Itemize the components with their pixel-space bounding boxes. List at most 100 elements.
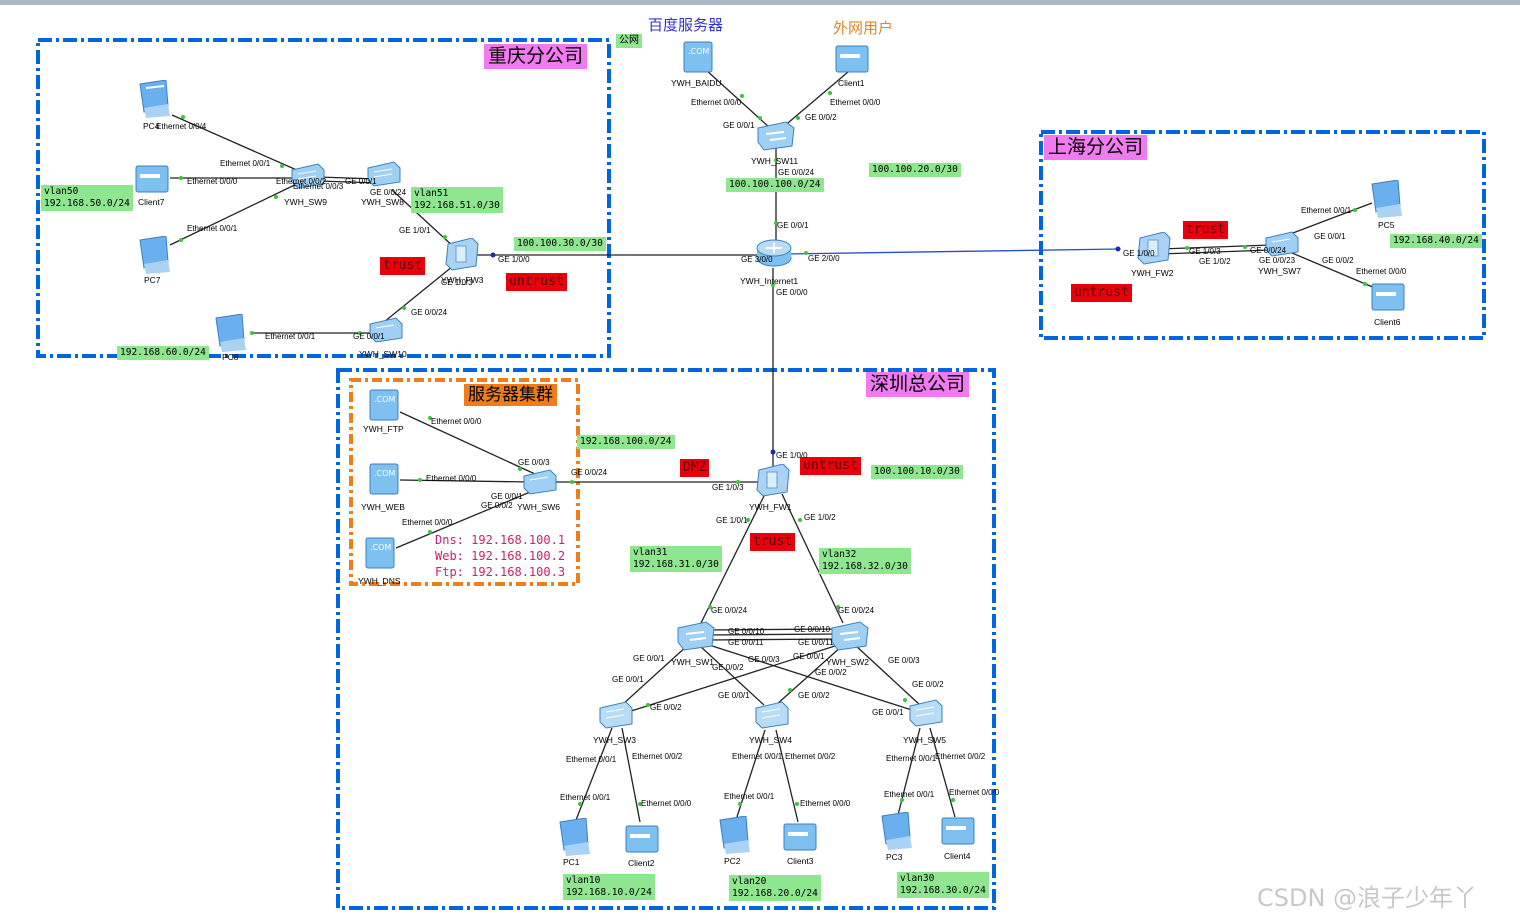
device-label-pc7: PC7 <box>144 275 161 285</box>
device-label-pc8: PC8 <box>222 352 239 362</box>
device-label-sw4: YWH_SW4 <box>749 735 792 745</box>
port-label: GE 0/0/2 <box>1322 256 1354 265</box>
port-label: GE 0/0/1 <box>612 675 644 684</box>
fw2-icon[interactable] <box>1136 231 1172 271</box>
device-label-fw3: YWH_FW3 <box>441 275 484 285</box>
device-label-sw9: YWH_SW9 <box>284 197 327 207</box>
sw4-icon[interactable] <box>754 700 790 735</box>
security-tag-trust-fw2: trust <box>1183 221 1229 239</box>
net-tag-vlan32-name: vlan32 <box>822 549 857 560</box>
port-label: GE 0/0/1 <box>633 654 665 663</box>
port-label: GE 0/0/1 <box>491 492 523 501</box>
device-label-sw6: YWH_SW6 <box>517 502 560 512</box>
net-tag-vlan51-net: 192.168.51.0/30 <box>414 200 500 211</box>
client1-icon[interactable] <box>834 42 872 81</box>
port-label: Ethernet 0/0/1 <box>732 752 783 761</box>
ftp-server-icon[interactable]: .COM <box>368 388 402 429</box>
web-server-icon[interactable]: .COM <box>368 462 402 503</box>
security-tag-dmz-fw1: DMZ <box>680 459 710 477</box>
security-tag-untrust-fw2: untrust <box>1071 284 1132 302</box>
port-label: GE 0/0/1 <box>353 332 385 341</box>
sw7-icon[interactable] <box>1264 230 1300 263</box>
pc2-icon[interactable] <box>716 815 754 861</box>
port-label: GE 1/0/3 <box>712 483 744 492</box>
port-label: Ethernet 0/0/3 <box>293 182 344 191</box>
sw3-icon[interactable] <box>598 700 634 735</box>
pc5-icon[interactable] <box>1368 179 1406 225</box>
sw8-icon[interactable] <box>366 160 402 193</box>
security-tag-untrust-fw1: untrust <box>800 457 861 475</box>
baidu-server-icon[interactable]: .COM <box>682 40 716 81</box>
port-label: GE 0/0/2 <box>650 703 682 712</box>
port-label: Ethernet 0/0/0 <box>949 788 1000 797</box>
port-label: Ethernet 0/0/1 <box>187 224 238 233</box>
net-tag-vlan51-name: vlan51 <box>414 188 449 199</box>
sw5-icon[interactable] <box>908 698 944 733</box>
port-label: GE 0/0/11 <box>728 638 764 647</box>
internet1-router-icon[interactable] <box>754 238 794 273</box>
svg-text:.COM: .COM <box>688 47 709 56</box>
port-label: GE 1/0/1 <box>716 516 748 525</box>
port-label: GE 0/0/3 <box>518 458 550 467</box>
fw1-icon[interactable] <box>755 463 791 503</box>
port-label: GE 0/0/2 <box>815 668 847 677</box>
pc3-icon[interactable] <box>878 811 916 857</box>
port-dots <box>179 91 1367 806</box>
port-label: GE 0/0/0 <box>776 288 808 297</box>
pc4-icon[interactable] <box>136 79 174 125</box>
port-label: Ethernet 0/0/0 <box>800 799 851 808</box>
sw1-icon[interactable] <box>676 620 716 657</box>
device-label-client1: Client1 <box>838 78 865 88</box>
pc7-icon[interactable] <box>136 235 174 281</box>
device-label-sw3: YWH_SW3 <box>593 735 636 745</box>
port-label: Ethernet 0/0/2 <box>935 752 986 761</box>
net-tag-30: 100.100.30.0/30 <box>514 237 606 251</box>
net-tag-vlan20-name: vlan20 <box>732 876 767 887</box>
zone-label-shenzhen: 深圳总公司 <box>866 372 970 397</box>
client2-icon[interactable] <box>624 822 662 861</box>
net-tag-10: 100.100.10.0/30 <box>871 465 963 479</box>
pc1-icon[interactable] <box>556 817 594 863</box>
security-tag-trust-fw1: trust <box>750 533 796 551</box>
device-label-client4: Client4 <box>944 851 971 861</box>
client6-icon[interactable] <box>1370 280 1408 319</box>
port-label: GE 0/0/2 <box>805 113 837 122</box>
port-label: GE 0/0/1 <box>793 652 825 661</box>
dns-server-icon[interactable]: .COM <box>364 536 398 577</box>
sw9-icon[interactable] <box>290 162 326 195</box>
port-label: GE 0/0/24 <box>1250 246 1287 255</box>
client4-icon[interactable] <box>940 814 978 853</box>
pc8-icon[interactable] <box>212 313 250 359</box>
server-address-web: Web: 192.168.100.2 <box>435 549 566 563</box>
sw10-icon[interactable] <box>368 316 404 349</box>
device-label-ftp: YWH_FTP <box>363 424 404 434</box>
port-label: GE 0/0/1 <box>723 121 755 130</box>
port-label: GE 0/0/1 <box>345 177 377 186</box>
port-label: GE 0/0/10 <box>794 625 831 634</box>
baidu-server-title: 百度服务器 <box>648 16 724 34</box>
sw6-icon[interactable] <box>522 468 558 501</box>
port-label: GE 0/0/10 <box>728 627 765 636</box>
svg-text:.COM: .COM <box>370 543 391 552</box>
port-label: Ethernet 0/0/1 <box>560 793 611 802</box>
port-label: GE 0/0/2 <box>481 501 513 510</box>
client7-icon[interactable] <box>134 162 172 201</box>
fw3-icon[interactable] <box>444 237 480 277</box>
shenzhen-border <box>336 368 996 910</box>
csdn-watermark: CSDN @浪子少年丫 <box>1257 884 1478 912</box>
port-label: Ethernet 0/0/2 <box>276 177 327 186</box>
sw11-icon[interactable] <box>756 120 796 157</box>
net-tag-100: 192.168.100.0/24 <box>577 435 675 449</box>
sw2-icon[interactable] <box>830 620 870 657</box>
port-label: Ethernet 0/0/0 <box>691 98 742 107</box>
port-label: GE 0/0/24 <box>370 188 407 197</box>
client3-icon[interactable] <box>782 820 820 859</box>
device-label-client2: Client2 <box>628 858 655 868</box>
device-label-pc4: PC4 <box>143 121 160 131</box>
port-label: GE 0/0/1 <box>1314 232 1346 241</box>
